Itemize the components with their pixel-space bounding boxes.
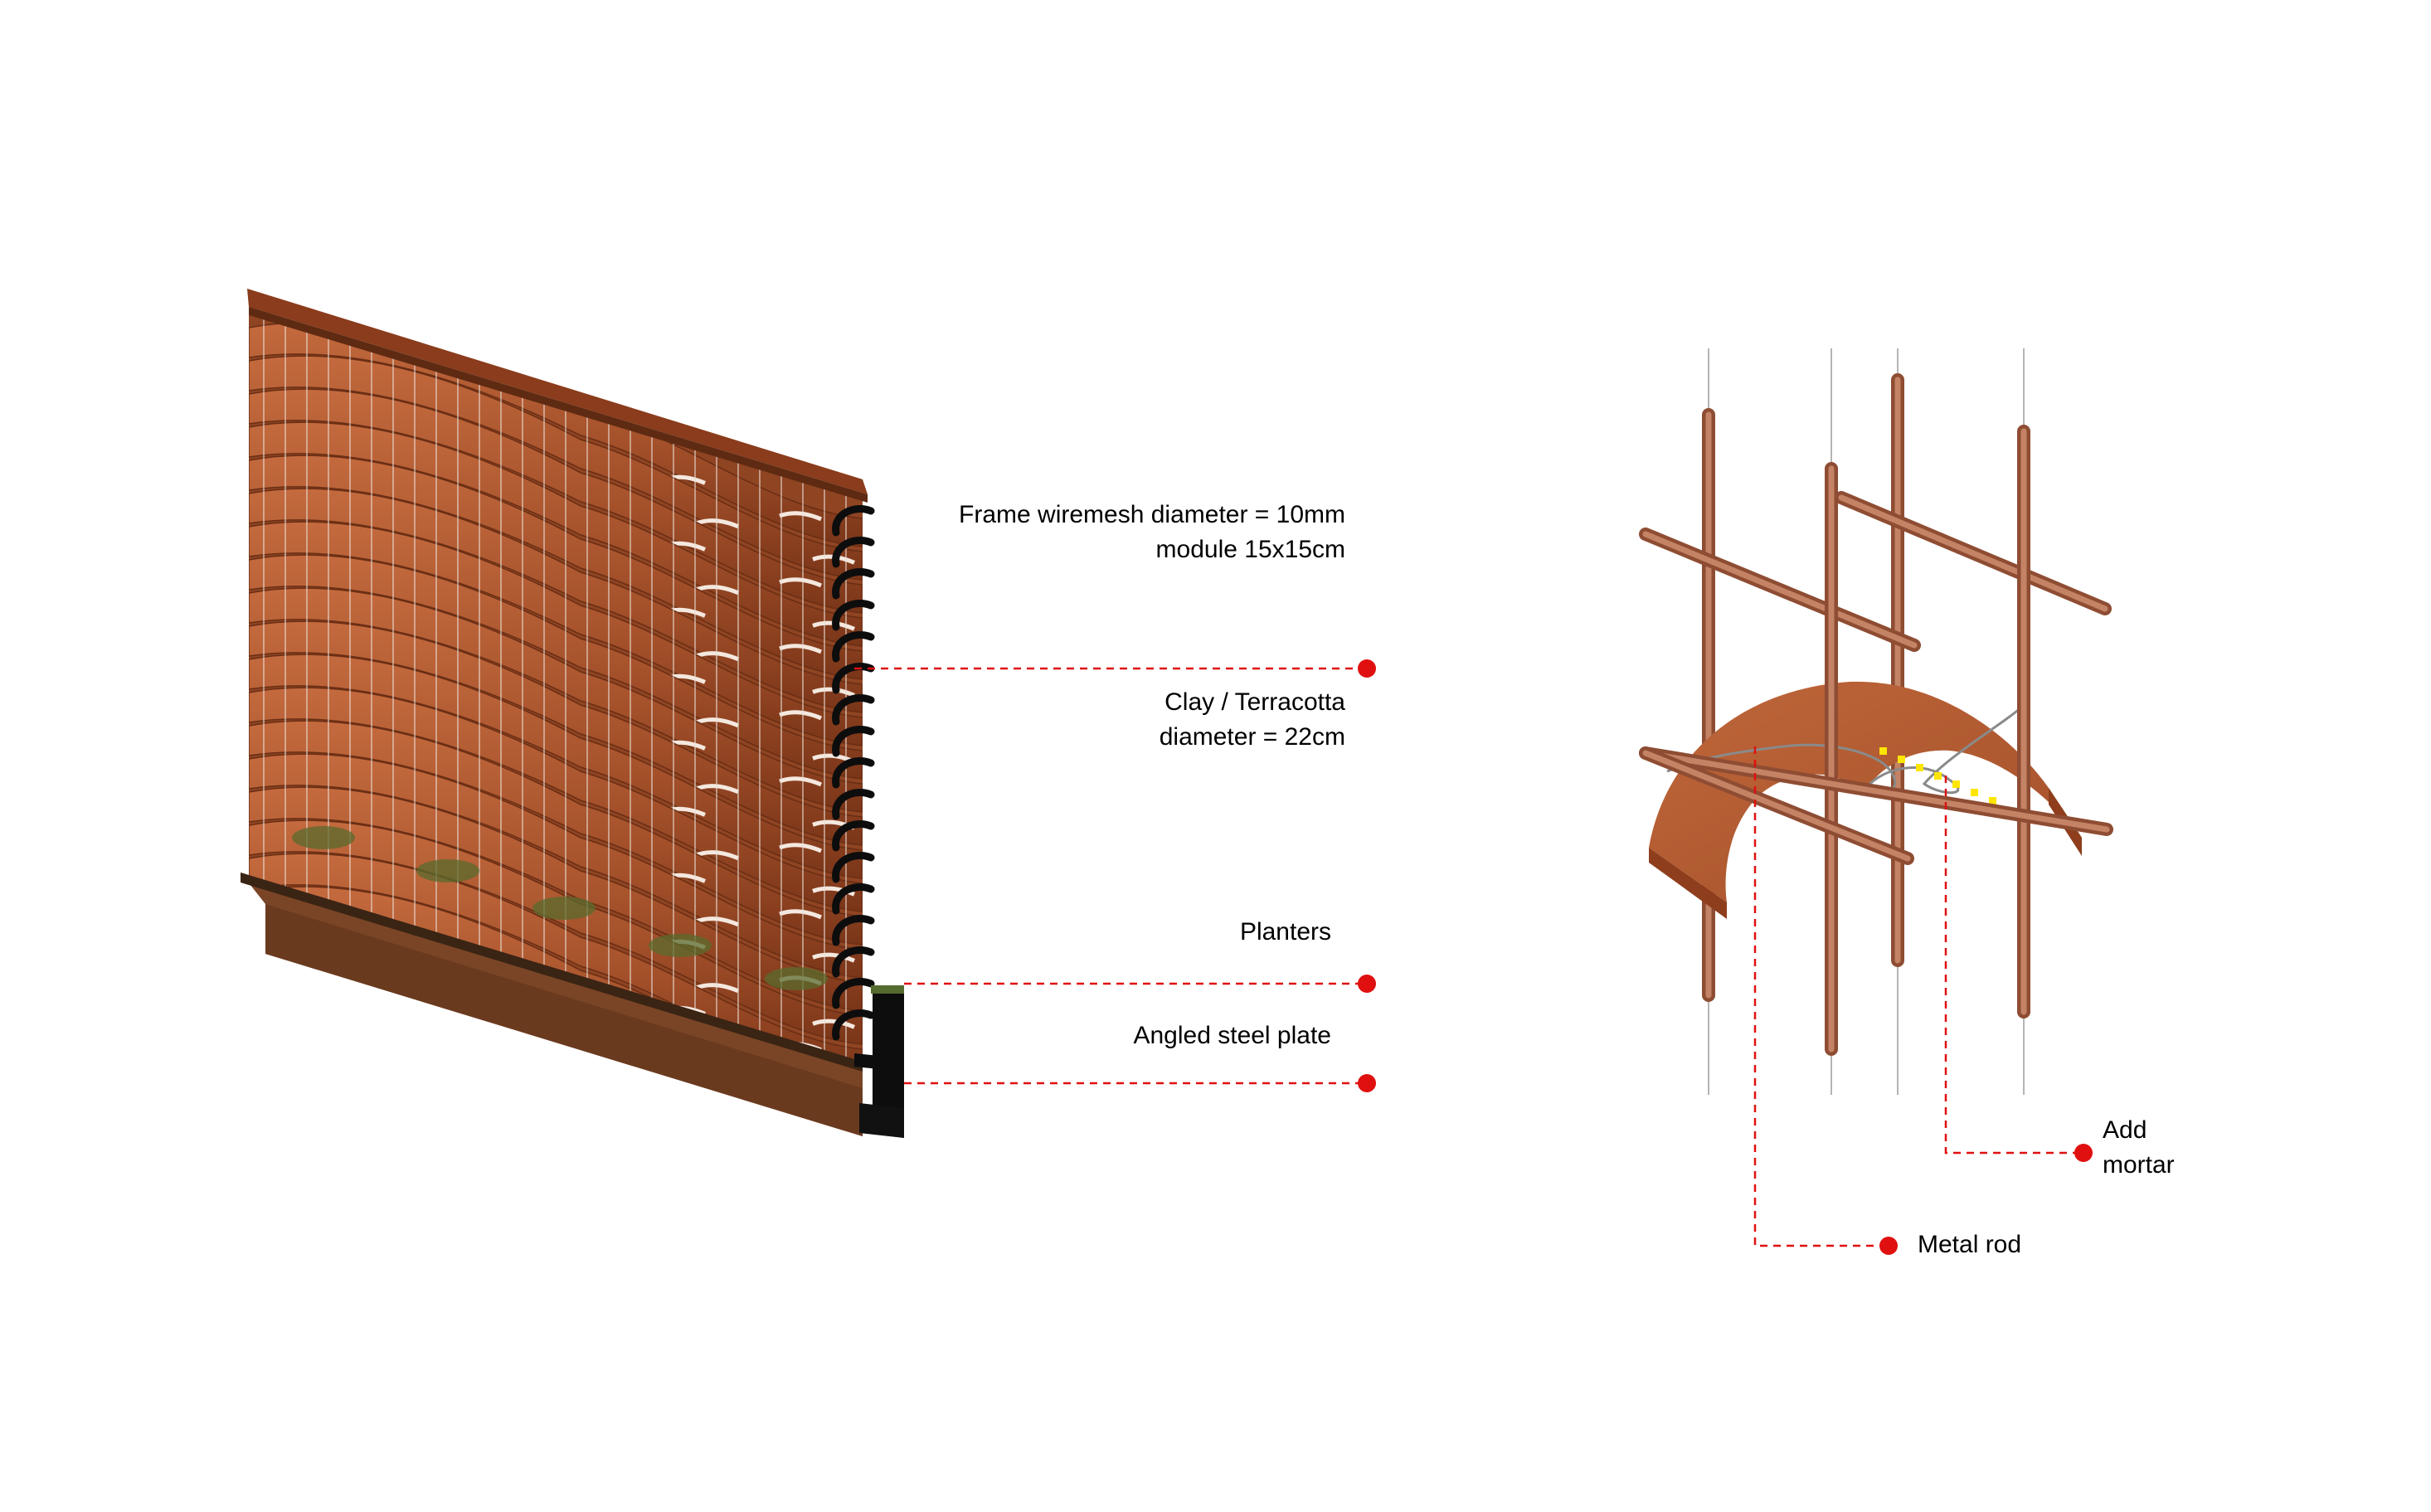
clay-tile-row: [249, 455, 863, 680]
tile-profile-arc: [832, 757, 875, 789]
tile-profile-arc: [832, 1009, 875, 1041]
clay-tile-row: [249, 720, 863, 946]
label-clay-line2: diameter = 22cm: [1159, 723, 1345, 751]
tile-profile-arc: [832, 978, 875, 1009]
label-clay-line1: Clay / Terracotta: [1164, 688, 1345, 716]
callout-dot-planters: [1358, 975, 1376, 993]
callouts: [854, 667, 2083, 1247]
clay-tile-row: [249, 687, 863, 912]
tile-profile-arc: [832, 568, 875, 600]
tile-profile-arc: [832, 915, 875, 946]
clay-tile-row: [249, 587, 863, 813]
tile-profile-arc: [832, 789, 875, 820]
clay-tile-row: [249, 620, 863, 846]
callout-line-mortar: [1944, 775, 2083, 1155]
wall-top-cap: [247, 289, 868, 494]
tile-profile-arc: [832, 946, 875, 978]
clay-tile-row: [249, 786, 863, 1012]
plant: [292, 826, 355, 849]
label-frame-line2: module 15x15cm: [1155, 536, 1345, 563]
plant: [416, 859, 479, 882]
clay-tile-row: [249, 521, 863, 746]
tile-profile-arc: [832, 537, 875, 568]
clay-tile-row: [249, 753, 863, 979]
clay-tile-row: [249, 654, 863, 879]
metal-rod: [1642, 531, 1918, 649]
label-mortar-line1: Add: [2103, 1116, 2147, 1144]
metal-rod: [1642, 750, 2110, 833]
metal-rod: [1642, 750, 1911, 862]
label-planters: Planters: [1239, 918, 1331, 946]
label-add-mortar: Add mortar: [2103, 1113, 2268, 1183]
tile-profile-arc: [832, 852, 875, 883]
label-frame-line1: Frame wiremesh diameter = 10mm: [959, 501, 1345, 528]
rod-detail: [1639, 348, 2113, 1095]
clay-tile-row: [249, 421, 863, 647]
tile-profile-arc: [832, 663, 875, 694]
callout-dot-steel-plate: [1358, 1074, 1376, 1092]
tile-profile-arc: [832, 600, 875, 631]
tile-profile-arc: [832, 820, 875, 852]
label-frame-wiremesh: Frame wiremesh diameter = 10mm module 15…: [829, 498, 1345, 567]
callout-line-metal-rod: [1753, 746, 1888, 1247]
tile-profile-arc: [832, 505, 875, 537]
tile-profile-arc: [832, 726, 875, 757]
tile-profile-arc: [832, 883, 875, 915]
tile-profile-arc: [832, 694, 875, 726]
plant: [765, 967, 828, 990]
label-mortar-line2: mortar: [2103, 1151, 2175, 1179]
label-metal-rod: Metal rod: [1918, 1231, 2022, 1258]
label-angled-steel-plate: Angled steel plate: [1133, 1022, 1331, 1049]
plant: [532, 897, 596, 920]
clay-tile-row: [249, 355, 863, 581]
clay-tile-row: [249, 554, 863, 780]
tile-profile-arc: [832, 631, 875, 663]
metal-rod: [1838, 494, 2108, 612]
label-clay-terracotta: Clay / Terracotta diameter = 22cm: [912, 685, 1345, 755]
terracotta-wall: [241, 289, 904, 1138]
clay-tile-row: [249, 388, 863, 614]
callout-dot-metal-rod: [1879, 1237, 1898, 1255]
callout-dot-clay: [1358, 659, 1376, 678]
callout-dot-mortar: [2074, 1144, 2093, 1162]
clay-tile-row: [249, 488, 863, 713]
plant: [649, 934, 712, 957]
